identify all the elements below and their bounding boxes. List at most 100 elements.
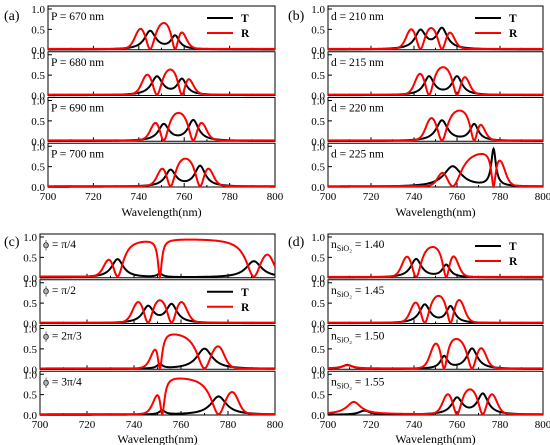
x-axis-label: Wavelength(nm) xyxy=(121,205,201,219)
subplot-a-2: 0.00.51.0P = 680 nm xyxy=(31,50,276,103)
y-tick-label: 0.5 xyxy=(31,24,45,36)
x-tick-label: 720 xyxy=(79,419,96,431)
subplot-label: d = 225 nm xyxy=(331,148,384,160)
y-tick-label: 1.0 xyxy=(311,369,325,381)
y-tick-label: 0.5 xyxy=(23,344,37,356)
panel-a-letter: (a) xyxy=(4,9,20,24)
series-r-line xyxy=(328,109,543,142)
y-tick-label: 0.0 xyxy=(311,91,325,103)
x-tick-label: 740 xyxy=(406,191,423,203)
legend: TR xyxy=(207,287,250,314)
y-tick-label: 0.0 xyxy=(23,364,37,376)
y-tick-label: 0.0 xyxy=(23,410,37,422)
legend: TR xyxy=(475,13,518,40)
x-tick-label: 700 xyxy=(320,191,337,203)
x-axis-label: Wavelength(nm) xyxy=(117,432,197,445)
x-axis-label: Wavelength(nm) xyxy=(395,205,475,219)
subplot-label: nSiO₂ = 1.45 xyxy=(331,285,385,299)
y-tick-label: 1.0 xyxy=(311,232,325,244)
y-tick-label: 0.0 xyxy=(31,182,45,194)
y-tick-label: 0.5 xyxy=(311,390,325,402)
y-tick-label: 0.0 xyxy=(311,45,325,57)
series-t-line xyxy=(40,302,275,325)
y-tick-label: 1.0 xyxy=(311,278,325,290)
y-tick-label: 0.5 xyxy=(31,116,45,128)
x-tick-label: 740 xyxy=(126,419,143,431)
panel-c-letter: (c) xyxy=(4,235,20,250)
subplot-b-4: 0.00.51.0d = 225 nm xyxy=(311,141,544,194)
x-tick-label: 760 xyxy=(173,419,190,431)
series-t-line xyxy=(327,347,543,370)
series-r-line xyxy=(40,377,275,417)
x-tick-label: 800 xyxy=(267,191,284,203)
series-r-line xyxy=(327,388,543,416)
series-r-line xyxy=(40,238,276,280)
y-tick-label: 0.5 xyxy=(311,298,325,310)
y-tick-label: 0.5 xyxy=(31,162,45,174)
y-tick-label: 1.0 xyxy=(311,96,325,108)
series-t-line xyxy=(328,303,543,325)
y-tick-label: 0.5 xyxy=(311,162,325,174)
series-r-line xyxy=(48,22,275,51)
x-tick-label: 800 xyxy=(535,191,550,203)
y-tick-label: 0.5 xyxy=(311,252,325,264)
series-r-line xyxy=(48,111,275,142)
legend-label-r: R xyxy=(241,302,250,314)
subplot-label: d = 215 nm xyxy=(331,57,384,69)
subplot-label: P = 670 nm xyxy=(51,11,104,23)
x-tick-label: 780 xyxy=(221,191,238,203)
subplot-label: nSiO₂ = 1.50 xyxy=(331,331,385,345)
x-tick-label: 700 xyxy=(320,419,337,431)
y-tick-label: 1.0 xyxy=(31,50,45,62)
subplot-c-3: 0.00.51.0ϕ = 2π/3 xyxy=(23,324,276,376)
y-tick-label: 1.0 xyxy=(311,141,325,153)
series-r-line xyxy=(327,337,543,370)
subplot-a-4: 0.00.51.0P = 700 nm xyxy=(31,141,276,194)
x-tick-label: 700 xyxy=(32,419,49,431)
series-r-line xyxy=(40,299,275,324)
x-tick-label: 740 xyxy=(131,191,148,203)
y-tick-label: 0.5 xyxy=(311,344,325,356)
subplot-b-3: 0.00.51.0d = 220 nm xyxy=(311,96,544,148)
subplot-label: P = 680 nm xyxy=(51,57,104,69)
y-tick-label: 0.5 xyxy=(23,298,37,310)
x-tick-label: 760 xyxy=(176,191,193,203)
y-tick-label: 1.0 xyxy=(311,50,325,62)
x-tick-label: 800 xyxy=(267,419,284,431)
series-r-line xyxy=(48,157,275,188)
x-tick-label: 720 xyxy=(85,191,102,203)
x-tick-label: 700 xyxy=(40,191,57,203)
x-tick-label: 720 xyxy=(363,191,380,203)
y-tick-label: 1.0 xyxy=(31,141,45,153)
legend-label-t: T xyxy=(509,13,517,25)
subplot-label: ϕ = 3π/4 xyxy=(43,376,82,388)
y-tick-label: 1.0 xyxy=(23,369,37,381)
y-tick-label: 1.0 xyxy=(31,96,45,108)
subplot-label: d = 220 nm xyxy=(331,103,384,115)
series-r-line xyxy=(328,294,543,324)
y-tick-label: 0.5 xyxy=(31,70,45,82)
x-tick-label: 780 xyxy=(492,419,509,431)
series-r-line xyxy=(40,333,275,371)
series-r-line xyxy=(48,68,275,96)
legend-label-t: T xyxy=(241,13,249,25)
subplot-label: d = 210 nm xyxy=(331,11,384,23)
y-tick-label: 0.5 xyxy=(23,390,37,402)
subplot-label: nSiO₂ = 1.55 xyxy=(331,376,385,390)
subplot-a-3: 0.00.51.0P = 690 nm xyxy=(31,96,276,148)
legend-label-r: R xyxy=(241,28,250,40)
y-tick-label: 0.0 xyxy=(311,364,325,376)
legend: TR xyxy=(475,241,518,268)
legend-label-t: T xyxy=(241,287,249,299)
subplot-label: ϕ = π/4 xyxy=(43,239,76,251)
y-tick-label: 0.5 xyxy=(311,70,325,82)
x-tick-label: 780 xyxy=(220,419,237,431)
x-tick-label: 760 xyxy=(449,191,466,203)
